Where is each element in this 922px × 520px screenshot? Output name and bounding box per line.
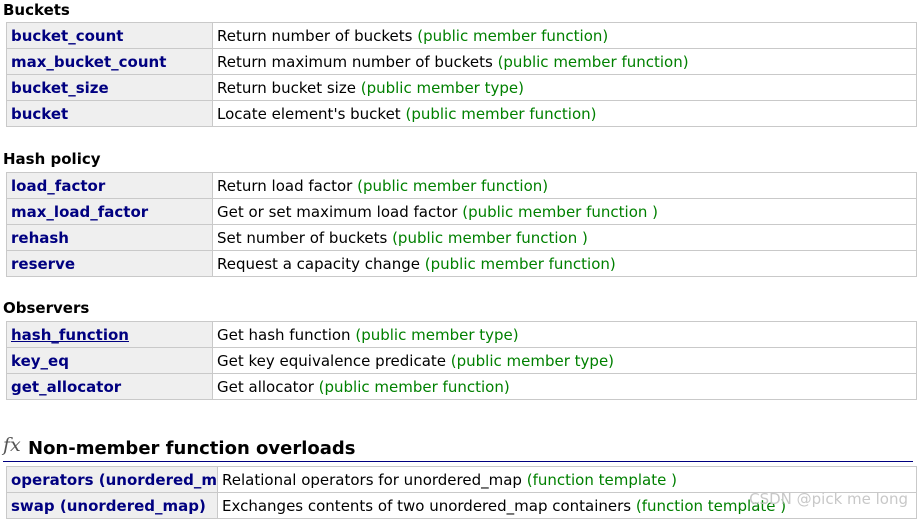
- hash-policy-table: load_factor Return load factor (public m…: [6, 172, 917, 277]
- description-text: Locate element's bucket: [217, 104, 401, 123]
- table-row: reserve Request a capacity change (publi…: [6, 250, 917, 277]
- member-description: Request a capacity change (public member…: [212, 250, 917, 277]
- member-description: Return bucket size (public member type): [212, 74, 917, 101]
- member-kind: (public member function): [497, 52, 689, 71]
- table-row: key_eq Get key equivalence predicate (pu…: [6, 347, 917, 374]
- description-text: Return bucket size: [217, 78, 356, 97]
- member-link-bucket-count[interactable]: bucket_count: [6, 22, 213, 49]
- non-member-table: operators (unordered_map) Relational ope…: [6, 466, 917, 519]
- description-text: Exchanges contents of two unordered_map …: [222, 496, 632, 515]
- observers-table: hash_function Get hash function (public …: [6, 321, 917, 400]
- table-row: operators (unordered_map) Relational ope…: [6, 466, 917, 493]
- member-description: Get allocator (public member function): [212, 373, 917, 400]
- table-row: max_load_factor Get or set maximum load …: [6, 198, 917, 225]
- member-link-max-load-factor[interactable]: max_load_factor: [6, 198, 213, 225]
- member-description: Set number of buckets (public member fun…: [212, 224, 917, 251]
- member-kind: (public member type): [450, 351, 615, 370]
- watermark: CSDN @pick me long: [749, 490, 908, 508]
- member-description: Get or set maximum load factor (public m…: [212, 198, 917, 225]
- table-row: get_allocator Get allocator (public memb…: [6, 373, 917, 400]
- member-link-key-eq[interactable]: key_eq: [6, 347, 213, 374]
- member-link-bucket[interactable]: bucket: [6, 100, 213, 127]
- table-row: bucket_count Return number of buckets (p…: [6, 22, 917, 49]
- description-text: Set number of buckets: [217, 228, 388, 247]
- description-text: Relational operators for unordered_map: [222, 470, 522, 489]
- member-description: Locate element's bucket (public member f…: [212, 100, 917, 127]
- member-kind: (function template ): [526, 470, 677, 489]
- member-kind: (public member function): [424, 254, 616, 273]
- member-description: Return number of buckets (public member …: [212, 22, 917, 49]
- section-title-hash-policy: Hash policy: [3, 150, 101, 168]
- table-row: rehash Set number of buckets (public mem…: [6, 224, 917, 251]
- description-text: Get allocator: [217, 377, 314, 396]
- description-text: Get key equivalence predicate: [217, 351, 446, 370]
- member-kind: (public member type): [355, 325, 519, 344]
- member-kind: (public member function ): [392, 228, 588, 247]
- hash-function-link-text[interactable]: hash_function: [11, 325, 129, 344]
- description-text: Request a capacity change: [217, 254, 420, 273]
- table-row: hash_function Get hash function (public …: [6, 321, 917, 348]
- member-link-operators[interactable]: operators (unordered_map): [6, 466, 218, 493]
- member-kind: (public member function): [357, 176, 549, 195]
- member-link-load-factor[interactable]: load_factor: [6, 172, 213, 199]
- section-title-buckets: Buckets: [3, 1, 70, 19]
- table-row: swap (unordered_map) Exchanges contents …: [6, 492, 917, 519]
- description-text: Get hash function: [217, 325, 351, 344]
- member-kind: (public member function ): [462, 202, 659, 221]
- table-row: load_factor Return load factor (public m…: [6, 172, 917, 199]
- member-description: Exchanges contents of two unordered_map …: [217, 492, 917, 519]
- member-link-get-allocator[interactable]: get_allocator: [6, 373, 213, 400]
- member-kind: (public member type): [360, 78, 524, 97]
- member-kind: (public member function): [417, 26, 609, 45]
- non-member-title: Non-member function overloads: [28, 438, 356, 459]
- member-kind: (public member function): [405, 104, 597, 123]
- buckets-table: bucket_count Return number of buckets (p…: [6, 22, 917, 127]
- member-description: Get key equivalence predicate (public me…: [212, 347, 917, 374]
- member-description: Relational operators for unordered_map (…: [217, 466, 917, 493]
- non-member-header: fx Non-member function overloads: [3, 434, 913, 462]
- member-link-bucket-size[interactable]: bucket_size: [6, 74, 213, 101]
- description-text: Return number of buckets: [217, 26, 413, 45]
- member-link-swap[interactable]: swap (unordered_map): [6, 492, 218, 519]
- table-row: max_bucket_count Return maximum number o…: [6, 48, 917, 75]
- member-link-max-bucket-count[interactable]: max_bucket_count: [6, 48, 213, 75]
- function-icon: fx: [3, 434, 21, 456]
- member-description: Get hash function (public member type): [212, 321, 917, 348]
- member-link-rehash[interactable]: rehash: [6, 224, 213, 251]
- section-title-observers: Observers: [3, 299, 90, 317]
- member-kind: (function template ): [635, 496, 787, 515]
- description-text: Return maximum number of buckets: [217, 52, 493, 71]
- table-row: bucket_size Return bucket size (public m…: [6, 74, 917, 101]
- member-kind: (public member function): [318, 377, 510, 396]
- description-text: Return load factor: [217, 176, 353, 195]
- member-description: Return load factor (public member functi…: [212, 172, 917, 199]
- member-description: Return maximum number of buckets (public…: [212, 48, 917, 75]
- member-link-hash-function[interactable]: hash_function: [6, 321, 213, 348]
- description-text: Get or set maximum load factor: [217, 202, 458, 221]
- table-row: bucket Locate element's bucket (public m…: [6, 100, 917, 127]
- member-link-reserve[interactable]: reserve: [6, 250, 213, 277]
